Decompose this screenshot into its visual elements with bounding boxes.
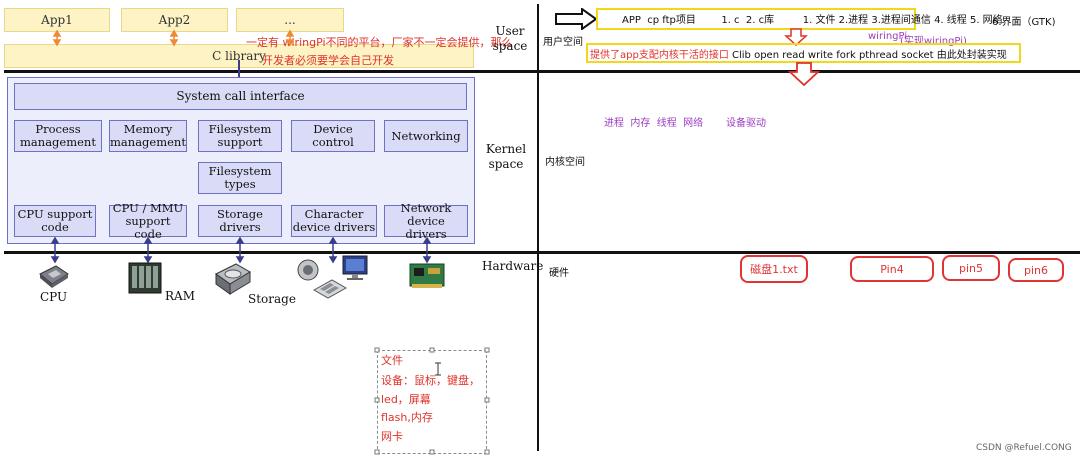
user-space-cn-label: 用户空间 — [543, 37, 583, 48]
note-line-file: 文件 — [381, 354, 403, 367]
process-management-box: Process management — [14, 120, 102, 152]
selection-handles[interactable] — [372, 345, 492, 459]
system-call-interface: System call interface — [14, 83, 467, 110]
kernel-items-label: 进程 内存 线程 网络 — [604, 118, 704, 129]
clib-highlight — [586, 43, 1021, 63]
pin4-box: Pin4 — [850, 256, 934, 282]
center-vertical-divider — [537, 4, 539, 451]
device-driver-label: 设备驱动 — [726, 118, 766, 129]
device-control-box: Device control — [291, 120, 375, 152]
clib-prefix: 提供了app支配内核干活的接口 — [590, 50, 729, 61]
network-card-icon — [409, 263, 445, 288]
hardware-connectors — [50, 236, 432, 264]
cpu-support-code-box: CPU support code — [14, 205, 96, 237]
watermark: CSDN @Refuel.CONG — [976, 443, 1072, 453]
memory-management-box: Memory management — [109, 120, 187, 152]
monitor-icon — [342, 255, 368, 280]
kernel-hardware-divider — [4, 251, 1080, 254]
kernel-space-cn-label: 内核空间 — [545, 157, 585, 168]
keyboard-icon — [312, 279, 348, 299]
red-down-arrow-small-icon — [784, 28, 808, 46]
note-line-flash: flash,内存 — [381, 411, 433, 424]
text-cursor-icon — [435, 362, 441, 376]
app-more-box: ... — [236, 8, 344, 32]
user-kernel-divider — [4, 70, 1080, 73]
wiringpi-note-line1: 一定有 wiringPi不同的平台，厂家不一定会提供，那么 — [246, 36, 513, 49]
outline-arrow-icon — [555, 8, 598, 30]
gui-item: 6.界面（GTK) — [992, 17, 1056, 28]
hardware-label: Hardware — [482, 259, 544, 273]
red-down-arrow-large-icon — [788, 62, 820, 86]
note-line-nic: 网卡 — [381, 430, 403, 443]
storage-label: Storage — [248, 292, 296, 306]
app-arrows — [52, 29, 295, 47]
clib-suffix: Clib open read write fork pthread socket… — [728, 50, 1007, 61]
hardware-cn-label: 硬件 — [549, 268, 569, 279]
speaker-icon — [297, 259, 319, 281]
note-line-devices: 设备：鼠标，键盘， — [381, 374, 480, 387]
ram-label: RAM — [165, 289, 195, 303]
user-space-label: User space — [492, 24, 528, 53]
filesystem-types-box: Filesystem types — [198, 162, 282, 194]
wiringpi-impl-label: (实现wiringPi) — [900, 36, 967, 47]
wiringpi-note-line2: 开发者必须要学会自己开发 — [262, 54, 394, 67]
ram-module-icon — [128, 262, 162, 294]
cpu-mmu-support-code-box: CPU / MMU support code — [109, 201, 187, 240]
cpu-label: CPU — [40, 290, 68, 304]
kernel-space-label: Kernel space — [485, 142, 527, 171]
disk-file-box: 磁盘1.txt — [740, 255, 808, 283]
cpu-chip-icon — [39, 265, 69, 288]
note-line-led: led，屏幕 — [381, 393, 431, 406]
storage-drivers-box: Storage drivers — [198, 205, 282, 237]
network-device-drivers-box: Network device drivers — [384, 201, 468, 240]
networking-box: Networking — [384, 120, 468, 152]
app-row-highlight — [596, 8, 916, 30]
pin6-box: pin6 — [1008, 258, 1064, 282]
app-row-text: APP cp ftp项目 1. c 2. c库 1. 文件 2.进程 3.进程间… — [622, 15, 1003, 26]
clib-text-row: 提供了app支配内核干活的接口 Clib open read write for… — [590, 46, 1007, 61]
storage-disk-icon — [215, 263, 251, 295]
app1-box: App1 — [4, 8, 110, 32]
wiringpi-label: wiringPi — [868, 31, 908, 42]
pin5-box: pin5 — [942, 255, 1000, 281]
filesystem-support-box: Filesystem support — [198, 120, 282, 152]
character-device-drivers-box: Character device drivers — [291, 205, 377, 237]
